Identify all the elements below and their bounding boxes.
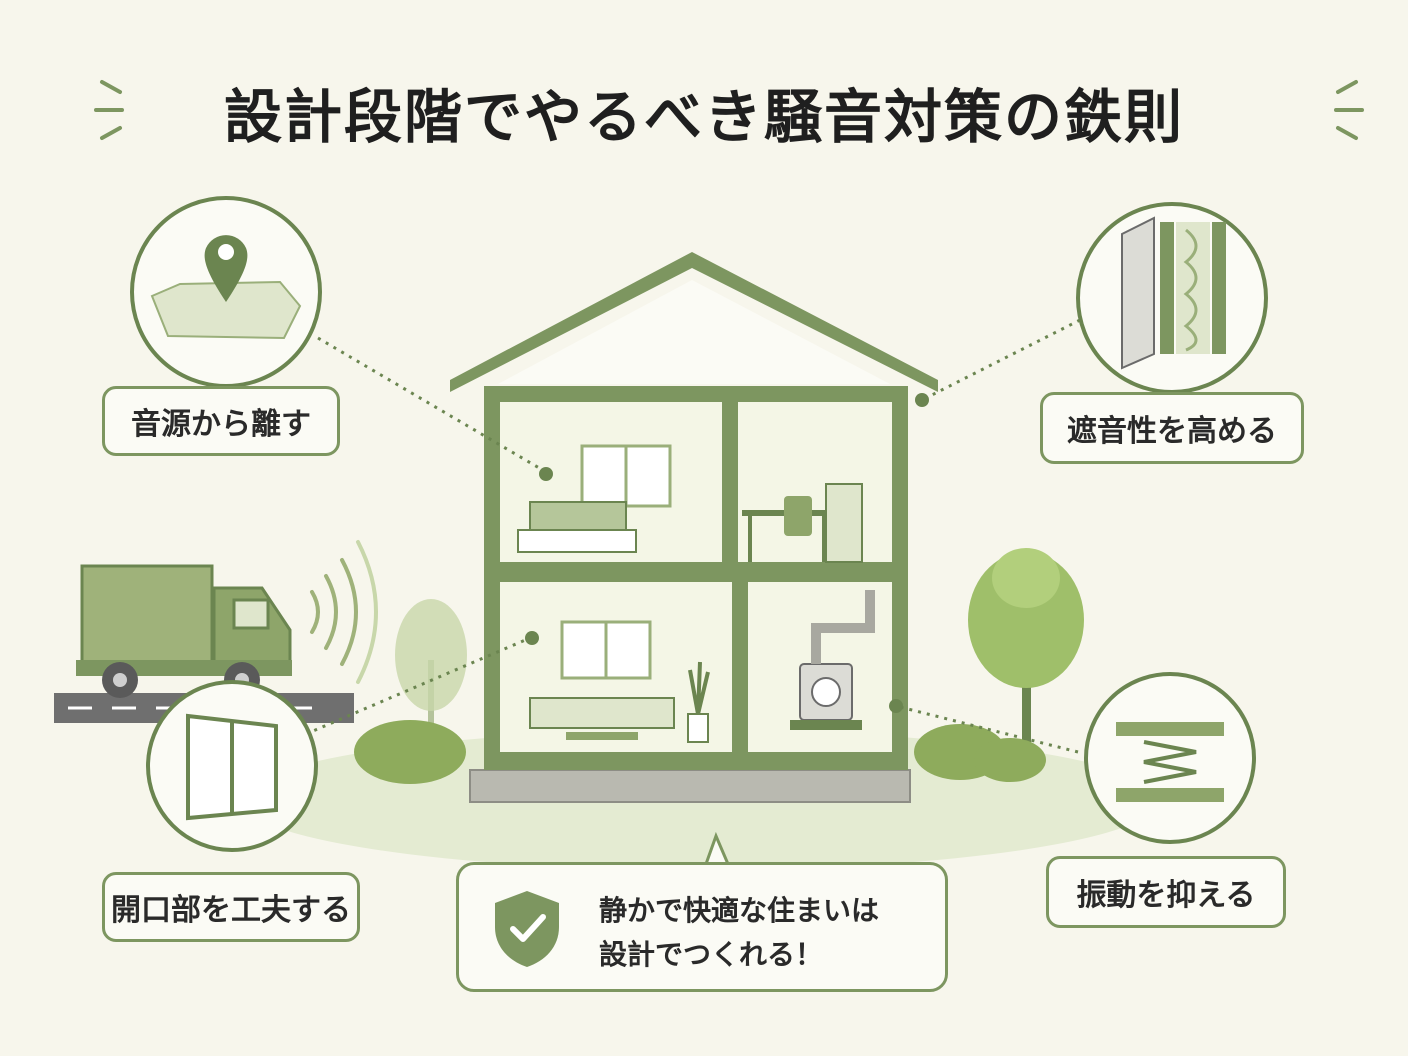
title-deco-left xyxy=(94,80,124,140)
page-title: 設計段階でやるべき騒音対策の鉄則 xyxy=(223,83,1184,151)
sound-wave-icon xyxy=(310,540,378,684)
label-source-distance: 音源から離す xyxy=(102,386,340,456)
title-deco-right xyxy=(1334,80,1364,140)
message-line-2: 設計でつくれる！ xyxy=(599,938,824,971)
message-box: 静かで快適な住まいは 設計でつくれる！ xyxy=(456,862,948,992)
label-vibration-control: 振動を抑える xyxy=(1046,856,1286,928)
house xyxy=(450,252,938,803)
tree-left xyxy=(395,599,467,760)
map-pin-icon xyxy=(130,196,322,388)
shrubs xyxy=(354,720,1046,784)
tree-right xyxy=(968,548,1084,770)
spring-damper-icon xyxy=(1084,672,1256,844)
window-icon xyxy=(146,680,318,852)
label-opening-design: 開口部を工夫する xyxy=(102,872,360,942)
shield-check-icon xyxy=(495,891,559,967)
message-line-1: 静かで快適な住まいは xyxy=(599,894,880,927)
wall-layer-icon xyxy=(1076,202,1268,394)
truck-icon xyxy=(76,564,292,698)
connector-lines xyxy=(305,318,1081,754)
label-sound-insulation: 遮音性を高める xyxy=(1040,392,1304,464)
